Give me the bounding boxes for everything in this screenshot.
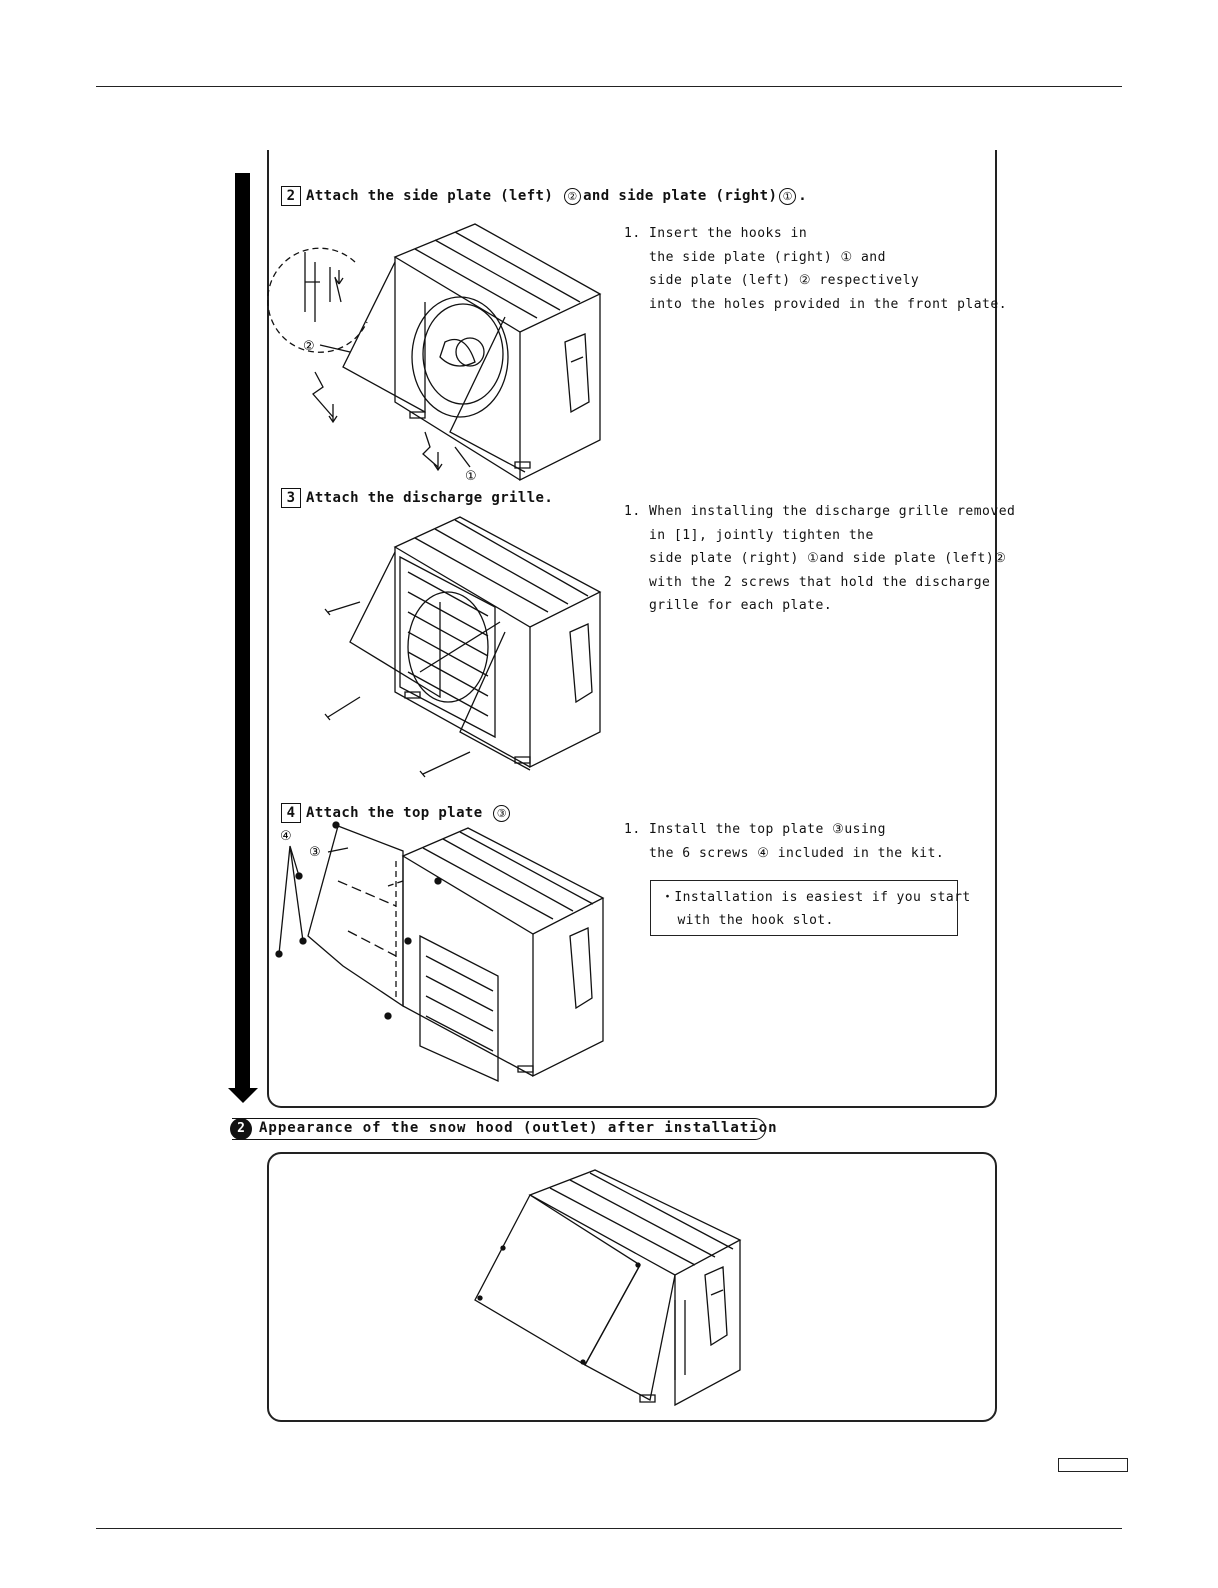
step-3-instructions: 1. When installing the discharge grille … bbox=[624, 504, 1016, 613]
part-2-marker: ② bbox=[564, 187, 582, 205]
footer-rule bbox=[96, 1528, 1122, 1529]
part-1-marker: ① bbox=[779, 187, 797, 205]
step-2-instructions: 1. Insert the hooks in the side plate (r… bbox=[624, 226, 1008, 312]
callout-2: ② bbox=[303, 339, 315, 354]
callout-1: ① bbox=[465, 469, 477, 484]
section-2-bullet-icon: 2 bbox=[230, 1118, 252, 1140]
installed-snow-hood-illustration bbox=[475, 1170, 755, 1410]
step-4-instructions: 1. Install the top plate ③using the 6 sc… bbox=[624, 822, 945, 861]
installation-tip-note: ・Installation is easiest if you start wi… bbox=[650, 880, 970, 936]
step-3-number: 3 bbox=[281, 488, 301, 508]
callout-4: ④ bbox=[280, 829, 292, 844]
flow-arrow-head-icon bbox=[228, 1088, 258, 1103]
step-2-number: 2 bbox=[281, 186, 301, 206]
step-4-number: 4 bbox=[281, 803, 301, 823]
flow-arrow-shaft bbox=[235, 173, 250, 1090]
appearance-title: Appearance of the snow hood (outlet) aft… bbox=[259, 1120, 778, 1136]
page-number-box bbox=[1058, 1458, 1128, 1472]
part-3-marker: ③ bbox=[493, 804, 511, 822]
step-4-illustration: ④ ③ bbox=[278, 826, 618, 1094]
installation-steps-panel bbox=[267, 150, 997, 1108]
step-2-illustration: ② ① bbox=[275, 222, 615, 484]
step-3-illustration bbox=[320, 512, 620, 790]
appearance-section-header: 2 Appearance of the snow hood (outlet) a… bbox=[230, 1118, 777, 1140]
callout-3: ③ bbox=[309, 845, 321, 860]
appearance-panel bbox=[267, 1152, 997, 1422]
header-rule bbox=[96, 86, 1122, 87]
